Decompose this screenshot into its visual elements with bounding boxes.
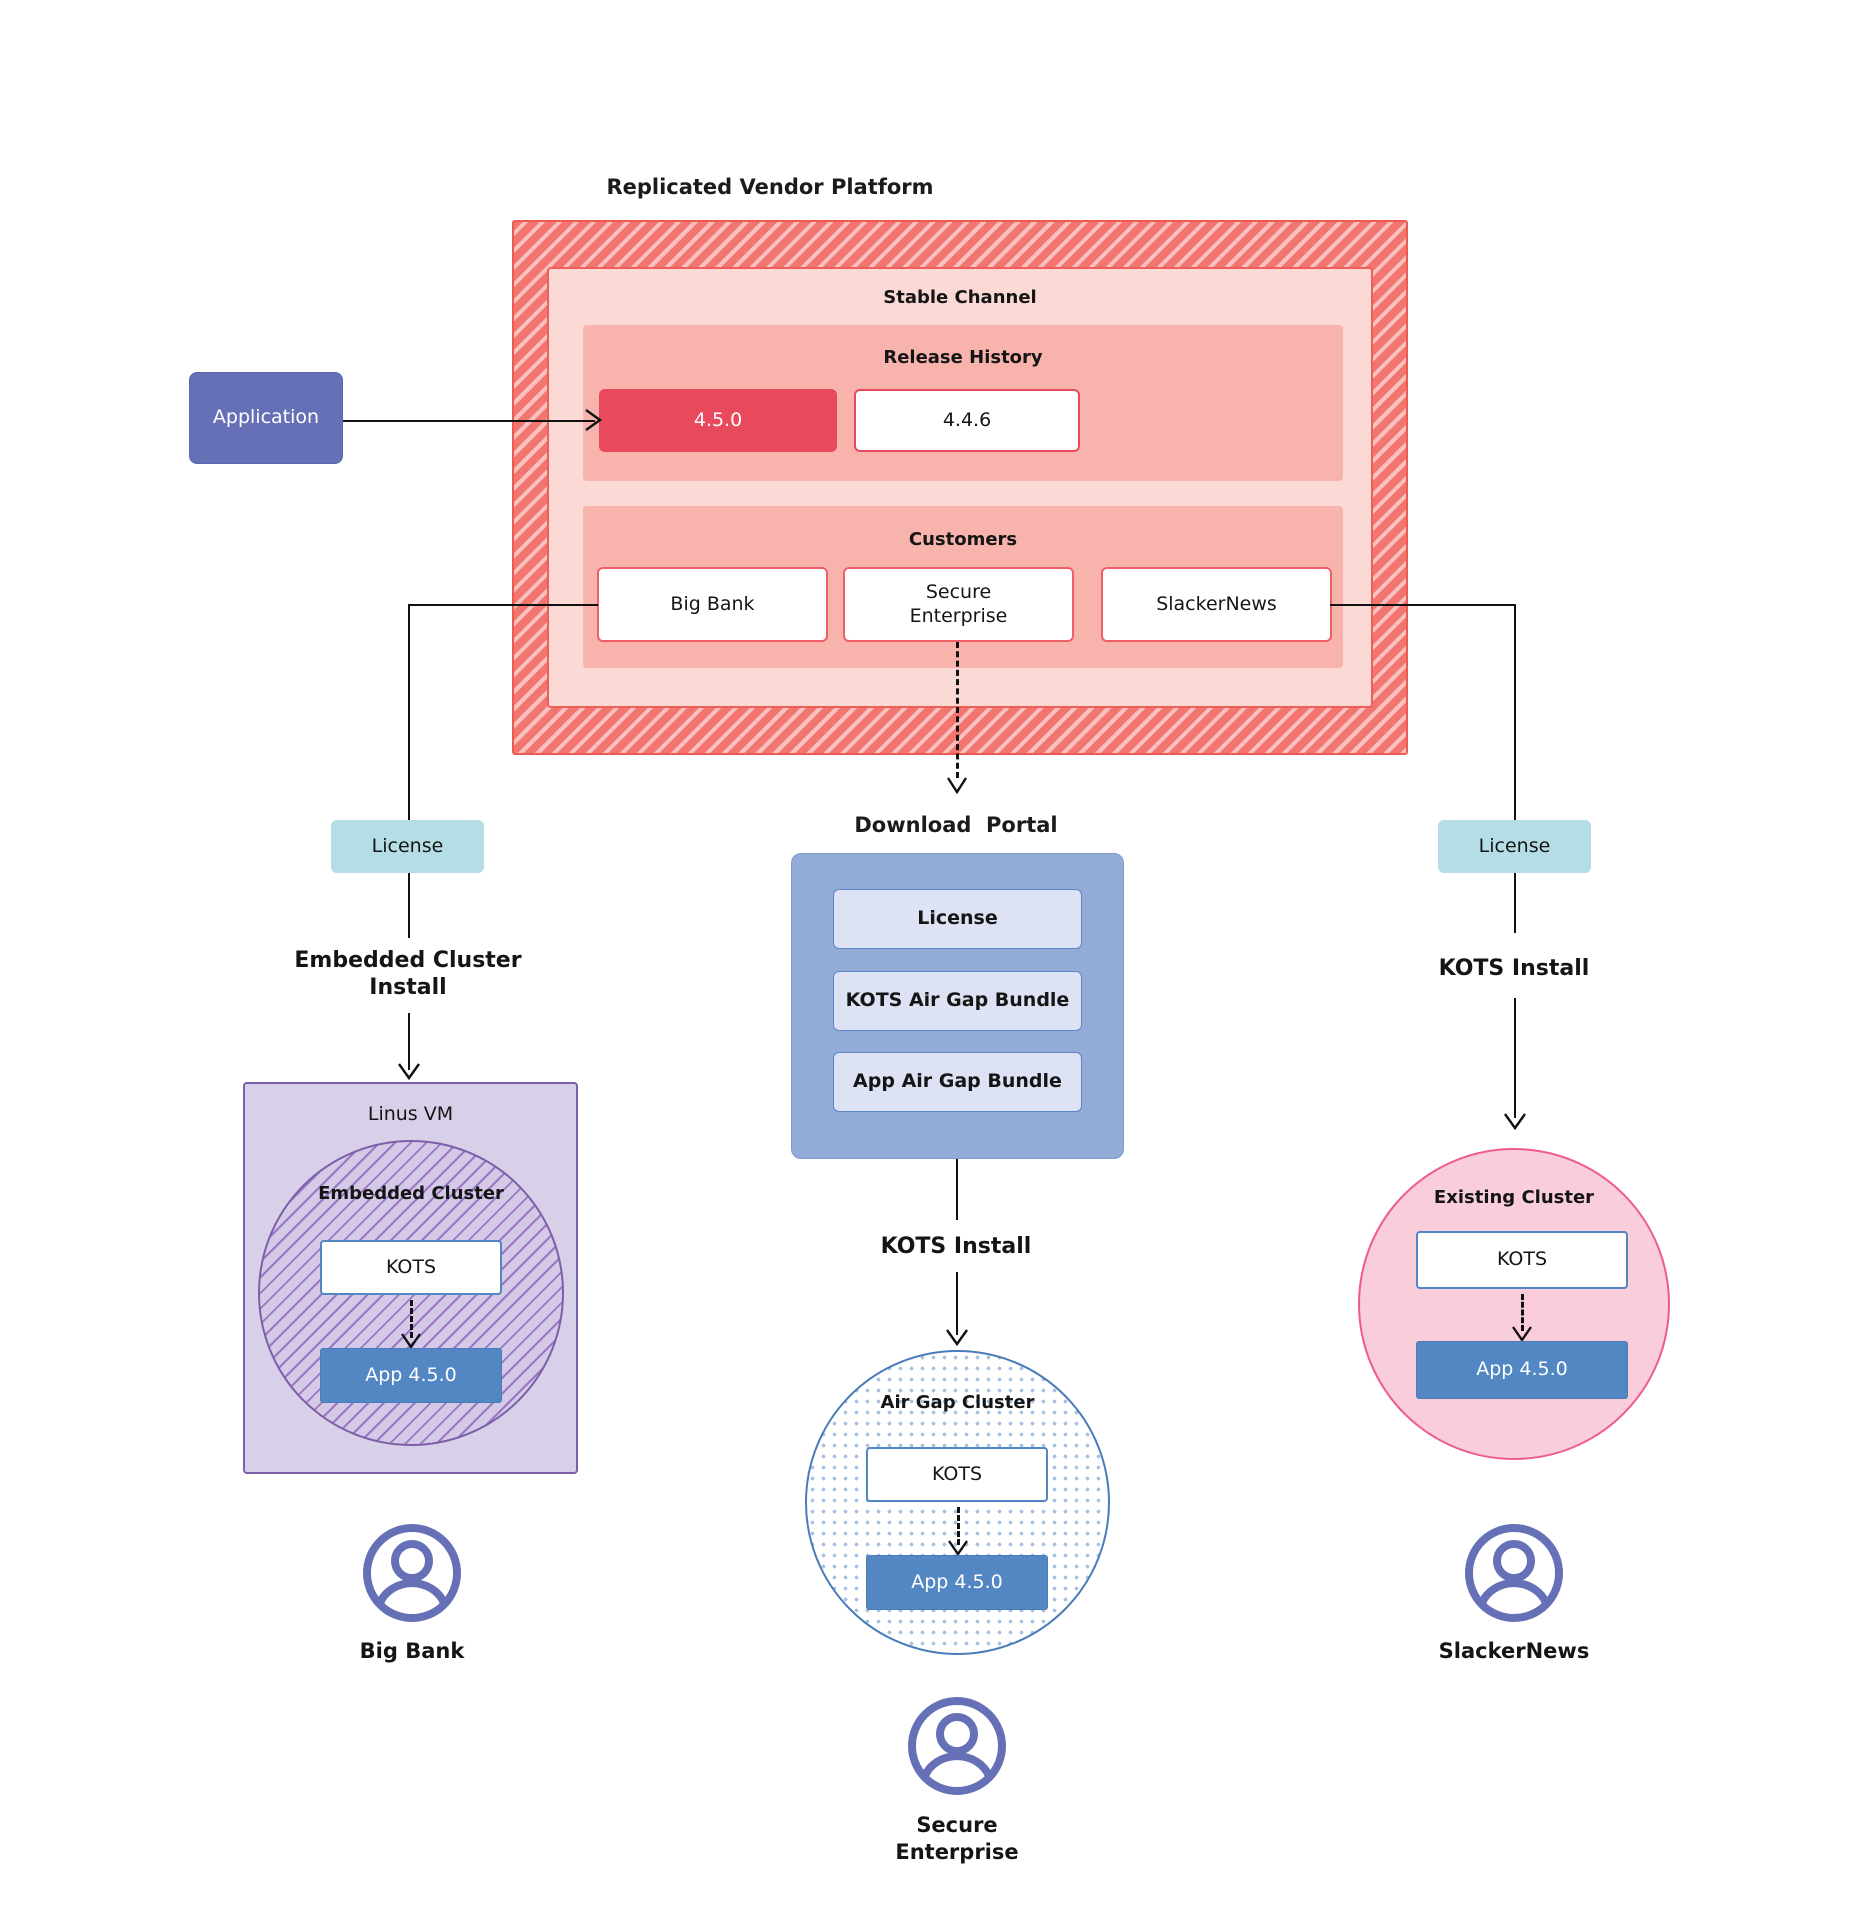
portal-item-kots-air-gap-bundle[interactable]: KOTS Air Gap Bundle	[833, 971, 1082, 1031]
kots-box-embedded[interactable]: KOTS	[320, 1240, 502, 1295]
avatar-label-big-bank: Big Bank	[359, 1639, 465, 1663]
connector-license-right-down	[1514, 873, 1516, 933]
avatar-label-slackernews: SlackerNews	[1438, 1639, 1590, 1663]
arrow-head-icon	[1512, 1326, 1532, 1343]
arrow-head-icon	[398, 1063, 420, 1081]
application-box[interactable]: Application	[189, 372, 343, 464]
connector-portal-down	[956, 1159, 958, 1220]
kots-box-existing[interactable]: KOTS	[1416, 1231, 1628, 1289]
install-label-kots-center: KOTS Install	[880, 1234, 1032, 1260]
stable-channel-title: Stable Channel	[883, 286, 1037, 308]
arrow-head-icon	[948, 1540, 968, 1557]
embedded-cluster-title: Embedded Cluster	[318, 1182, 504, 1204]
customer-box-big-bank[interactable]: Big Bank	[597, 567, 828, 642]
arrow-head-icon	[1504, 1113, 1526, 1131]
connector-license-left-down	[408, 873, 410, 938]
app-box-airgap[interactable]: App 4.5.0	[866, 1555, 1048, 1610]
connector-application-to-release	[343, 420, 595, 422]
user-avatar-icon	[908, 1697, 1006, 1795]
connector-kots-to-app-airgap	[957, 1507, 960, 1545]
existing-cluster-title: Existing Cluster	[1433, 1186, 1595, 1208]
arrow-head-icon	[585, 409, 603, 431]
connector-bigbank-horizontal	[408, 604, 598, 606]
air-gap-cluster-title: Air Gap Cluster	[880, 1391, 1035, 1413]
existing-cluster-circle	[1358, 1148, 1670, 1460]
connector-kots-install-right-down	[1514, 998, 1516, 1118]
release-item-current[interactable]: 4.5.0	[599, 389, 837, 452]
kots-box-airgap[interactable]: KOTS	[866, 1447, 1048, 1502]
connector-kots-to-app-existing	[1521, 1294, 1524, 1331]
license-chip-left[interactable]: License	[331, 820, 484, 873]
connector-bigbank-vertical	[408, 604, 410, 820]
linus-vm-title: Linus VM	[367, 1103, 454, 1126]
connector-slackernews-vertical	[1514, 604, 1516, 820]
download-portal-title: Download Portal	[854, 812, 1058, 837]
diagram-title: Replicated Vendor Platform	[606, 174, 934, 199]
portal-item-license[interactable]: License	[833, 889, 1082, 949]
connector-embedded-install-down	[408, 1013, 410, 1070]
user-avatar-icon	[1465, 1524, 1563, 1622]
customer-box-slackernews[interactable]: SlackerNews	[1101, 567, 1332, 642]
release-history-title: Release History	[883, 346, 1043, 368]
install-label-embedded-cluster: Embedded Cluster Install	[294, 947, 522, 1001]
license-chip-right[interactable]: License	[1438, 820, 1591, 873]
app-box-embedded[interactable]: App 4.5.0	[320, 1348, 502, 1403]
connector-slackernews-horizontal	[1330, 604, 1516, 606]
customers-title: Customers	[908, 528, 1018, 550]
arrow-head-icon	[946, 777, 968, 795]
customer-box-secure-enterprise[interactable]: Secure Enterprise	[843, 567, 1074, 642]
connector-secure-enterprise-dashed	[956, 642, 959, 778]
connector-kots-to-app-embedded	[410, 1300, 413, 1338]
install-label-kots-right: KOTS Install	[1438, 956, 1590, 982]
user-avatar-icon	[363, 1524, 461, 1622]
avatar-label-secure-enterprise: Secure Enterprise	[895, 1813, 1019, 1865]
portal-item-app-air-gap-bundle[interactable]: App Air Gap Bundle	[833, 1052, 1082, 1112]
arrow-head-icon	[946, 1329, 968, 1347]
connector-kots-install-center-down	[956, 1272, 958, 1335]
app-box-existing[interactable]: App 4.5.0	[1416, 1341, 1628, 1399]
release-item-previous[interactable]: 4.4.6	[854, 389, 1080, 452]
arrow-head-icon	[401, 1333, 421, 1350]
